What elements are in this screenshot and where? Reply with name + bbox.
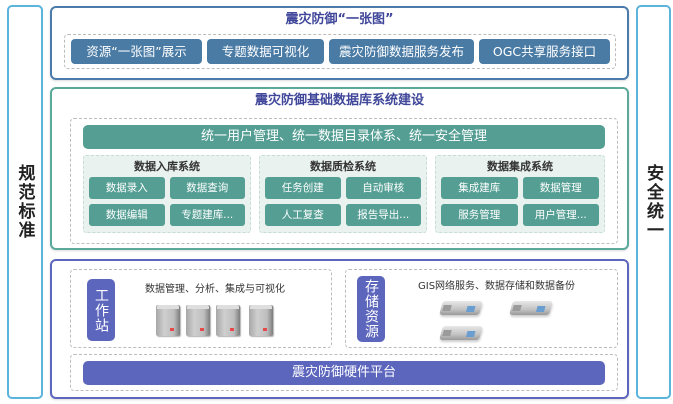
security-label: 安全统一 [643,164,663,240]
service-manage-button[interactable]: 服务管理 [441,204,518,226]
data-qc-system: 数据质检系统 任务创建 自动审核 人工复查 报告导出... [259,155,427,233]
one-map-services-group: 资源“一张图”展示 专题数据可视化 震灾防御数据服务发布 OGC共享服务接口 [64,34,616,69]
workstation-tag: 工作站 [87,279,115,341]
hardware-platform-group: 震灾防御硬件平台 [70,354,618,391]
database-system-layer: 震灾防御基础数据库系统建设 统一用户管理、统一数据目录体系、统一安全管理 数据入… [50,87,629,250]
server-icon [186,305,210,336]
storage-tag: 存储资源 [357,276,385,342]
storage-description: GIS网络服务、数据存储和数据备份 [418,281,576,292]
database-system-group: 统一用户管理、统一数据目录体系、统一安全管理 数据入库系统 数据录入 数据查询 … [70,118,618,244]
one-map-title: 震灾防御“一张图” [285,12,394,27]
one-map-layer: 震灾防御“一张图” 资源“一张图”展示 专题数据可视化 震灾防御数据服务发布 O… [50,6,629,80]
server-icon [216,305,240,336]
data-entry-button[interactable]: 数据录入 [89,177,165,199]
user-manage-button[interactable]: 用户管理... [522,204,599,226]
data-integration-system: 数据集成系统 集成建库 数据管理 服务管理 用户管理... [435,155,605,233]
security-side-panel: 安全统一 [636,5,671,399]
task-create-button[interactable]: 任务创建 [265,177,341,199]
data-manage-button[interactable]: 数据管理 [522,177,599,199]
server-icon [156,305,180,336]
thematic-visualization-button[interactable]: 专题数据可视化 [207,39,324,64]
standards-label: 规范标准 [14,164,35,240]
data-edit-button[interactable]: 数据编辑 [89,204,165,226]
data-query-button[interactable]: 数据查询 [169,177,245,199]
storage-device-icon [439,301,483,315]
data-service-publish-button[interactable]: 震灾防御数据服务发布 [329,39,474,64]
resource-map-display-button[interactable]: 资源“一张图”展示 [71,39,202,64]
manual-recheck-button[interactable]: 人工复查 [265,204,341,226]
data-ingest-system: 数据入库系统 数据录入 数据查询 数据编辑 专题建库... [83,155,251,233]
unified-management-bar: 统一用户管理、统一数据目录体系、统一安全管理 [83,125,605,149]
hardware-platform-bar: 震灾防御硬件平台 [83,361,605,385]
ogc-share-interface-button[interactable]: OGC共享服务接口 [479,39,610,64]
report-export-button[interactable]: 报告导出... [345,204,421,226]
data-qc-title: 数据质检系统 [310,160,376,173]
storage-device-icon [439,326,483,340]
storage-group: 存储资源 GIS网络服务、数据存储和数据备份 [345,269,618,348]
workstation-group: 工作站 数据管理、分析、集成与可视化 [70,269,332,348]
thematic-build-button[interactable]: 专题建库... [169,204,245,226]
data-integration-title: 数据集成系统 [487,160,553,173]
data-ingest-title: 数据入库系统 [134,160,200,173]
standards-side-panel: 规范标准 [7,5,43,399]
storage-device-icon [509,301,553,315]
server-icon [249,305,273,336]
workstation-description: 数据管理、分析、集成与可视化 [145,284,285,295]
integration-build-button[interactable]: 集成建库 [441,177,518,199]
hardware-layer: 工作站 数据管理、分析、集成与可视化 存储资源 GIS网络服务、数据存储和数据备… [50,259,629,399]
auto-review-button[interactable]: 自动审核 [345,177,421,199]
database-system-title: 震灾防御基础数据库系统建设 [254,93,424,108]
